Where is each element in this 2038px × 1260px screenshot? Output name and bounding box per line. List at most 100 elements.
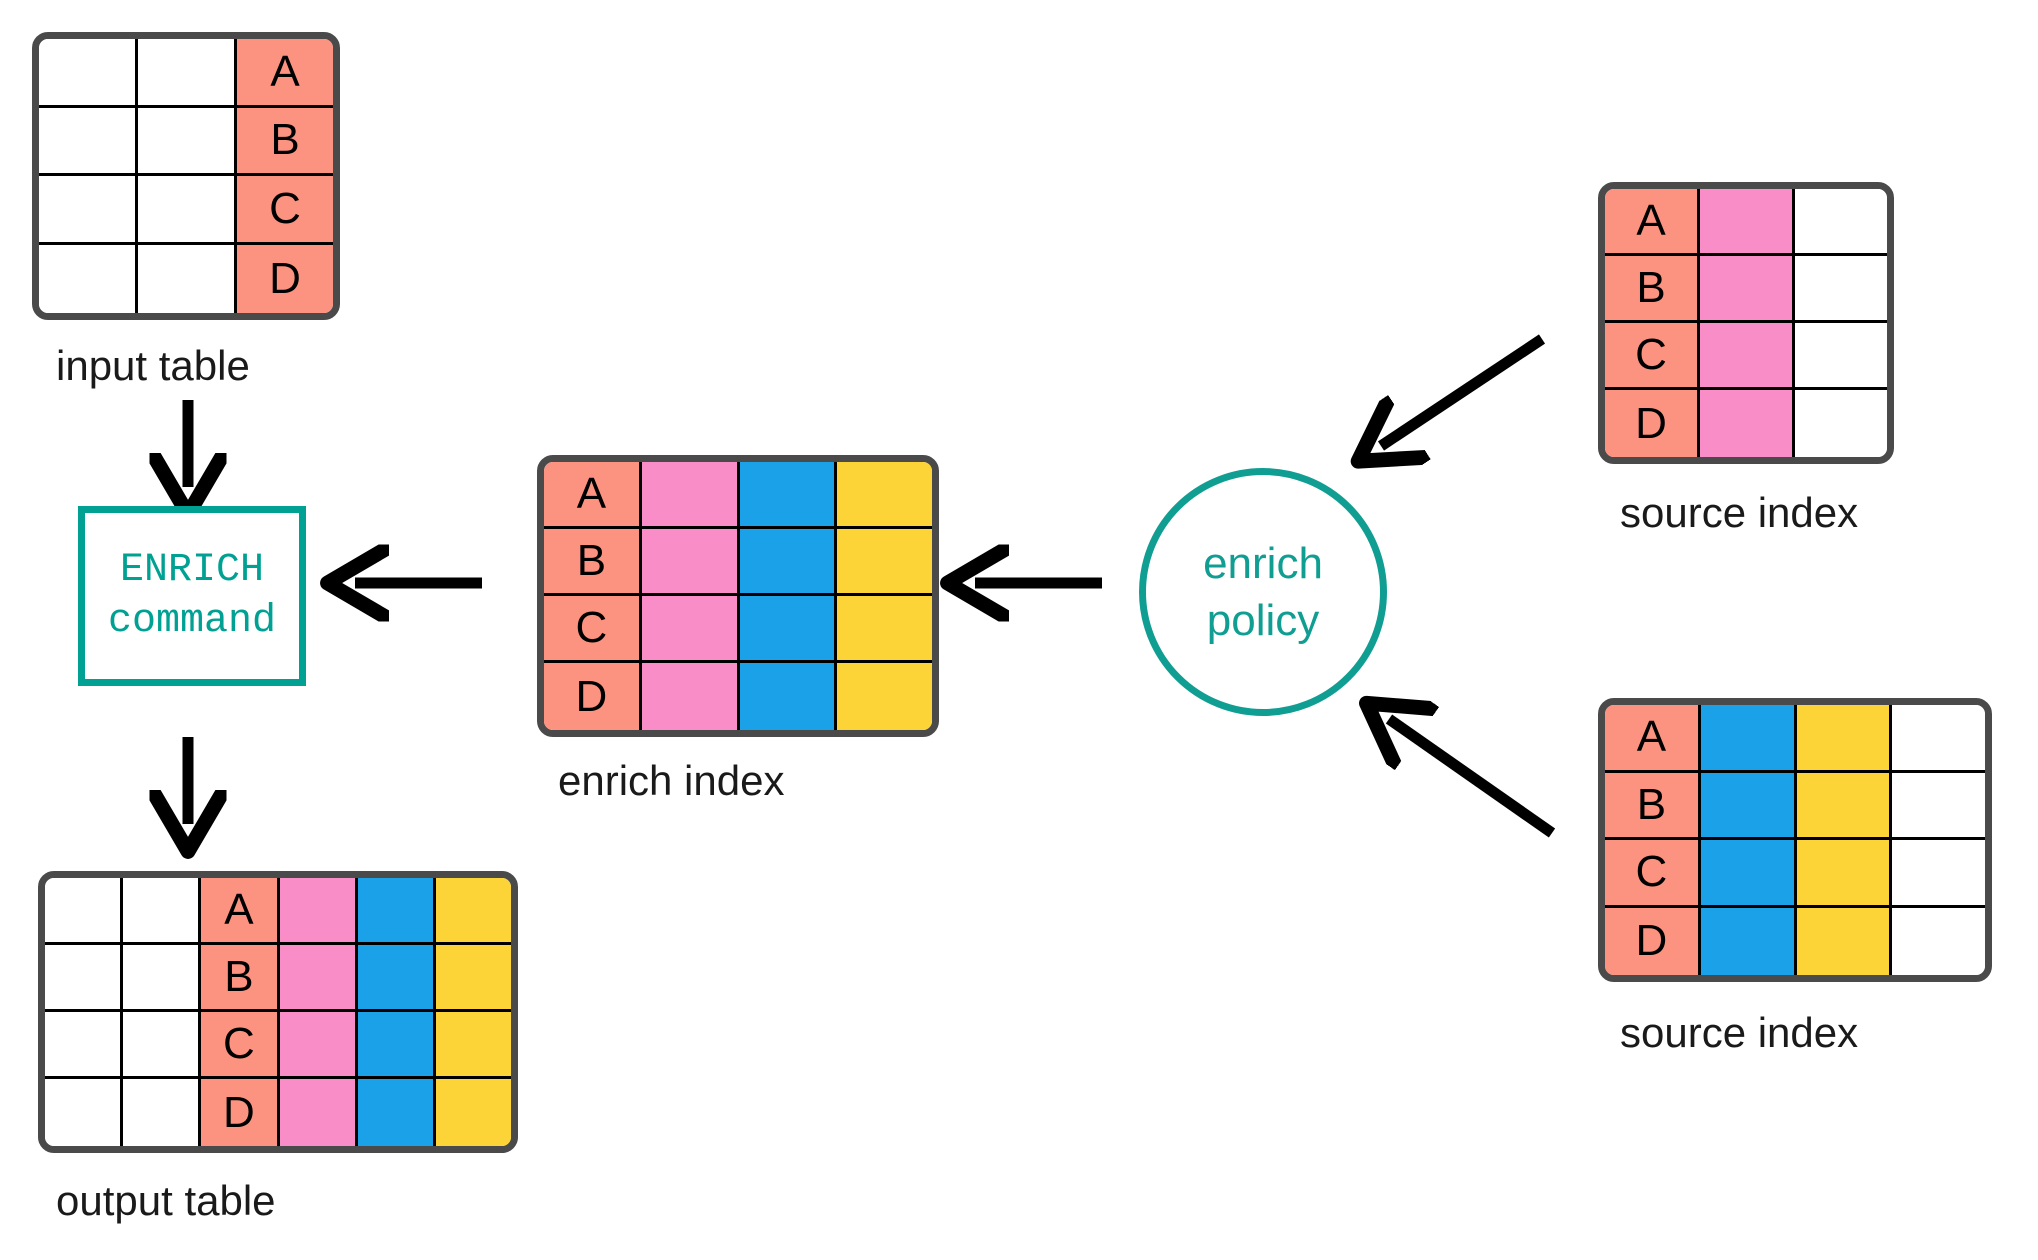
- enrich-policy-line-2: policy: [1206, 596, 1320, 645]
- table-cell: [1796, 772, 1893, 840]
- table-row: A: [45, 878, 511, 945]
- table-cell: [641, 462, 740, 529]
- table-cell: [357, 1012, 436, 1079]
- table-cell: [39, 244, 138, 313]
- table-cell: [357, 878, 436, 945]
- table-row: D: [1605, 907, 1985, 975]
- table-cell: [45, 1079, 124, 1146]
- table-cell: [357, 945, 436, 1012]
- table-cell: [1892, 907, 1985, 975]
- table-cell: [1796, 705, 1893, 773]
- table-cell: [739, 462, 838, 529]
- source-index-top-caption: source index: [1620, 489, 1859, 536]
- table-row: A: [1605, 705, 1985, 773]
- table-cell: B: [237, 107, 333, 176]
- table-row: D: [45, 1079, 511, 1146]
- table-row: C: [39, 176, 333, 245]
- table-cell: [1700, 323, 1795, 390]
- table-cell: [1795, 323, 1887, 390]
- table-cell: D: [1605, 907, 1701, 975]
- table-row: B: [1605, 772, 1985, 840]
- table-cell: A: [1605, 189, 1700, 256]
- table-cell: [1700, 840, 1797, 908]
- table-cell: B: [544, 529, 642, 596]
- table-cell: C: [201, 1012, 280, 1079]
- table-cell: [1700, 189, 1795, 256]
- table-cell: [138, 176, 237, 245]
- table-cell: [138, 107, 237, 176]
- table-row: C: [1605, 323, 1887, 390]
- table-cell: [45, 945, 124, 1012]
- table-cell: C: [1605, 323, 1700, 390]
- table-cell: D: [544, 663, 642, 730]
- table-cell: [837, 462, 932, 529]
- table-cell: [279, 878, 358, 945]
- table-cell: A: [237, 39, 333, 108]
- table-row: B: [544, 529, 932, 596]
- table-row: C: [1605, 840, 1985, 908]
- table-cell: D: [237, 244, 333, 313]
- table-cell: C: [1605, 840, 1701, 908]
- table-cell: [123, 1079, 202, 1146]
- table-cell: [435, 945, 511, 1012]
- table-cell: [39, 107, 138, 176]
- table-cell: [1795, 390, 1887, 457]
- table-cell: A: [544, 462, 642, 529]
- table-cell: [1700, 705, 1797, 773]
- table-cell: [837, 529, 932, 596]
- table-cell: [1795, 189, 1887, 256]
- enrich-policy-circle[interactable]: enrich policy: [1139, 468, 1387, 716]
- table-cell: D: [1605, 390, 1700, 457]
- table-cell: [39, 176, 138, 245]
- table-cell: [641, 529, 740, 596]
- arrow-source-bottom-to-policy: [1389, 719, 1556, 838]
- table-row: D: [1605, 390, 1887, 457]
- table-cell: [739, 529, 838, 596]
- table-cell: [123, 945, 202, 1012]
- table-cell: B: [201, 945, 280, 1012]
- table-cell: A: [201, 878, 280, 945]
- enrich-command-box[interactable]: ENRICH command: [78, 506, 306, 686]
- table-cell: [1892, 772, 1985, 840]
- table-cell: [45, 1012, 124, 1079]
- table-cell: [435, 878, 511, 945]
- table-cell: B: [1605, 256, 1700, 323]
- table-cell: [279, 945, 358, 1012]
- table-cell: D: [201, 1079, 280, 1146]
- table-cell: [739, 596, 838, 663]
- table-row: C: [45, 1012, 511, 1079]
- table-cell: C: [544, 596, 642, 663]
- table-cell: [1700, 772, 1797, 840]
- table-cell: A: [1605, 705, 1701, 773]
- table-cell: B: [1605, 772, 1701, 840]
- enrich-policy-line-1: enrich: [1203, 538, 1323, 588]
- table-cell: [739, 663, 838, 730]
- table-cell: [641, 663, 740, 730]
- table-cell: [837, 663, 932, 730]
- table-row: C: [544, 596, 932, 663]
- table-cell: [1795, 256, 1887, 323]
- table-cell: [1796, 840, 1893, 908]
- table-cell: [1700, 390, 1795, 457]
- table-row: D: [544, 663, 932, 730]
- table-row: B: [1605, 256, 1887, 323]
- table-cell: [435, 1012, 511, 1079]
- table-cell: C: [237, 176, 333, 245]
- table-cell: [123, 1012, 202, 1079]
- arrow-source-top-to-policy: [1381, 334, 1546, 446]
- table-cell: [435, 1079, 511, 1146]
- output-table-caption: output table: [56, 1177, 276, 1224]
- enrich-index-caption: enrich index: [558, 757, 785, 804]
- enrich-command-line-2: command: [107, 599, 277, 644]
- table-cell: [1892, 705, 1985, 773]
- table-cell: [1700, 907, 1797, 975]
- input-table-caption: input table: [56, 342, 250, 389]
- table-row: B: [39, 107, 333, 176]
- table-cell: [138, 39, 237, 108]
- table-cell: [45, 878, 124, 945]
